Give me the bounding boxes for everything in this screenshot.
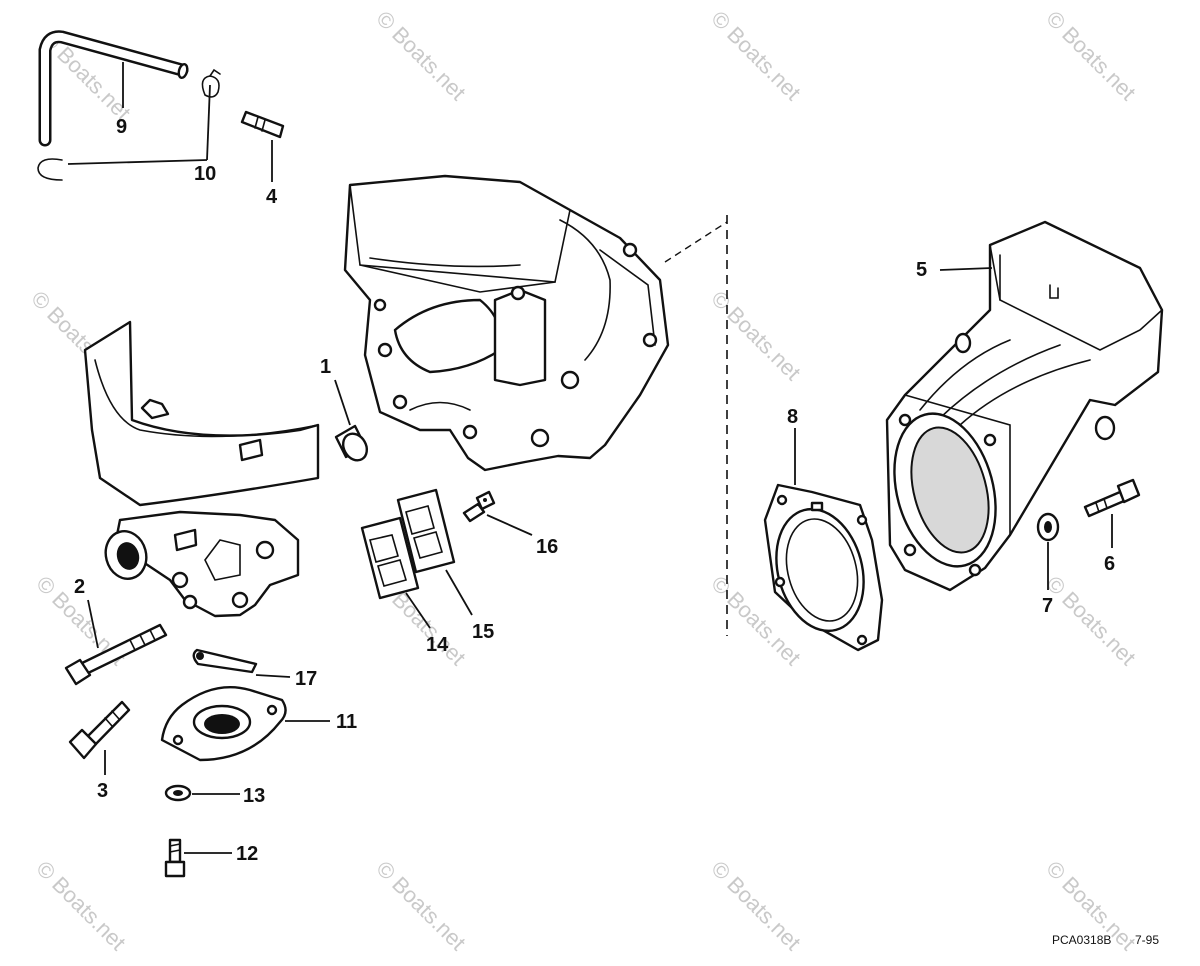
callout-1: 1 <box>320 356 331 378</box>
callout-14: 14 <box>426 634 449 656</box>
part-bolt-left <box>68 700 131 760</box>
drawing-footer: PCA0318B 7-95 <box>1052 933 1159 947</box>
watermark: © Boats.net <box>31 856 130 955</box>
part-bolt-right <box>1083 478 1141 518</box>
callout-5: 5 <box>916 259 927 281</box>
callout-16: 16 <box>536 536 558 558</box>
callout-10: 10 <box>194 163 216 185</box>
callouts: 1 2 3 4 5 6 7 8 9 10 11 12 13 14 15 16 1… <box>74 116 1115 865</box>
watermark: © Boats.net <box>371 6 470 105</box>
callout-6: 6 <box>1104 553 1115 575</box>
watermark: © Boats.net <box>1041 571 1140 670</box>
alignment-lines <box>664 215 728 636</box>
part-pin <box>240 110 285 139</box>
part-lever <box>192 648 258 674</box>
callout-17: 17 <box>295 668 317 690</box>
drawing-id: PCA0318B <box>1052 933 1111 947</box>
part-crankcase <box>343 174 670 472</box>
part-hose-clips <box>37 68 221 181</box>
callout-4: 4 <box>266 186 278 208</box>
watermark: © Boats.net <box>706 286 805 385</box>
watermark: © Boats.net <box>1041 6 1140 105</box>
drawing-revision: 7-95 <box>1135 933 1159 947</box>
callout-9: 9 <box>116 116 127 138</box>
part-washer-right <box>1036 512 1060 542</box>
part-carburetor-assembly <box>83 320 320 618</box>
watermark: © Boats.net <box>371 856 470 955</box>
part-gasket <box>763 483 884 652</box>
callout-7: 7 <box>1042 595 1053 617</box>
leader-lines <box>67 62 1113 854</box>
callout-13: 13 <box>243 785 265 807</box>
part-bushing <box>334 424 369 462</box>
watermark: © Boats.net <box>706 6 805 105</box>
callout-2: 2 <box>74 576 85 598</box>
callout-11: 11 <box>336 711 357 733</box>
part-exhaust-housing <box>885 220 1164 592</box>
watermark: © Boats.net <box>706 856 805 955</box>
part-screw-16 <box>462 490 496 523</box>
callout-12: 12 <box>236 843 258 865</box>
part-washer-left <box>164 784 192 802</box>
part-flange <box>160 686 287 762</box>
part-hose <box>38 30 189 147</box>
part-long-bolt <box>64 623 168 686</box>
callout-8: 8 <box>787 406 798 428</box>
callout-15: 15 <box>472 621 494 643</box>
part-reed-valve <box>396 488 456 574</box>
part-reed-plate <box>360 516 420 600</box>
callout-3: 3 <box>97 780 108 802</box>
part-screw-12 <box>164 838 186 878</box>
